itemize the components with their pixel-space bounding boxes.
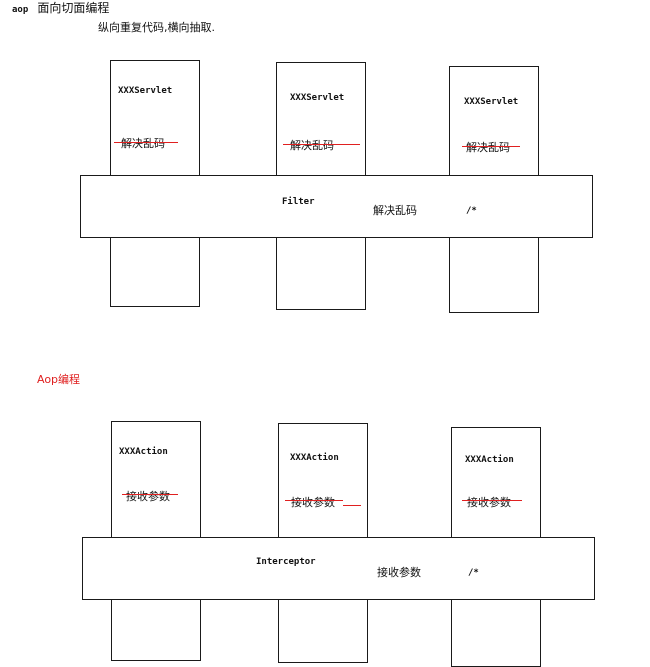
top-column-name-2: XXXServlet: [290, 93, 345, 103]
strike-line: [343, 505, 361, 506]
top-bar-concern: 解决乱码: [373, 204, 417, 217]
bottom-bar-mapping: /*: [468, 568, 479, 578]
strike-line: [283, 144, 360, 145]
top-horizontal-bar: [80, 175, 593, 238]
top-column-concern-1: 解决乱码: [121, 137, 165, 150]
strike-line: [114, 142, 178, 143]
bottom-bar-name: Interceptor: [256, 557, 316, 567]
top-bar-mapping: /*: [466, 206, 477, 216]
bottom-column-concern-1: 接收参数: [126, 490, 170, 503]
header-title: 面向切面编程: [37, 1, 110, 15]
bottom-column-concern-2: 接收参数: [291, 496, 335, 509]
top-column-name-3: XXXServlet: [464, 97, 519, 107]
bottom-column-name-1: XXXAction: [119, 447, 168, 457]
bottom-column-name-3: XXXAction: [465, 455, 514, 465]
strike-line: [462, 500, 522, 501]
header-title-row: aop 面向切面编程: [12, 0, 109, 16]
header-prefix: aop: [12, 5, 29, 15]
aop-section-label: Aop编程: [37, 373, 81, 386]
strike-line: [122, 494, 178, 495]
strike-line: [285, 500, 343, 501]
bottom-column-name-2: XXXAction: [290, 453, 339, 463]
bottom-horizontal-bar: [82, 537, 595, 600]
bottom-column-concern-3: 接收参数: [467, 496, 511, 509]
bottom-bar-concern: 接收参数: [377, 566, 421, 579]
top-column-name-1: XXXServlet: [118, 86, 173, 96]
header-subtitle: 纵向重复代码,横向抽取.: [98, 21, 215, 34]
top-bar-name: Filter: [282, 197, 315, 207]
strike-line: [462, 146, 520, 147]
top-column-concern-3: 解决乱码: [466, 141, 510, 154]
top-column-concern-2: 解决乱码: [290, 139, 334, 152]
